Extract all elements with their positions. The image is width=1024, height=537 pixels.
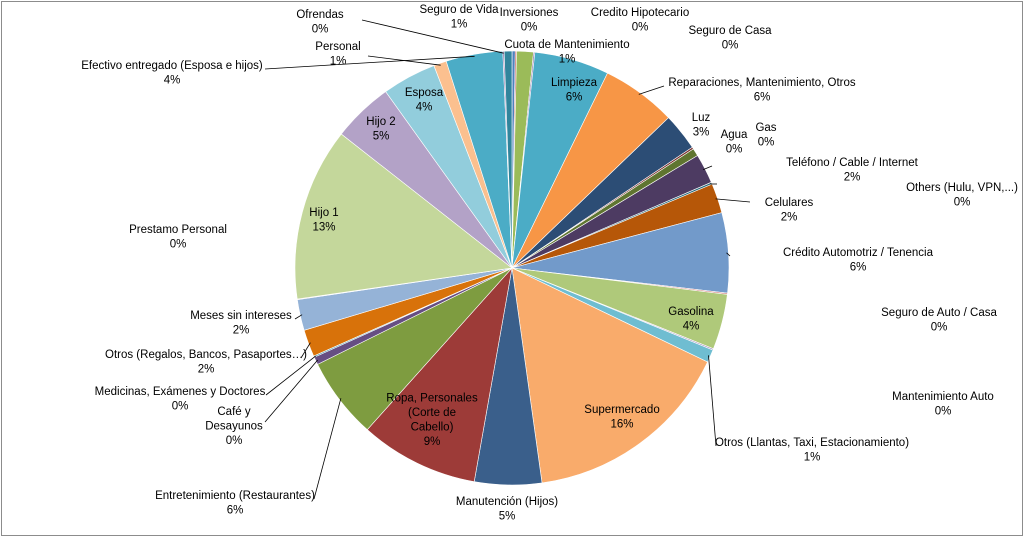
leader-line [300, 342, 311, 359]
data-label: Otros (Llantas, Taxi, Estacionamiento)1% [715, 437, 909, 464]
pie-slice [503, 50, 513, 269]
leader-line [726, 252, 731, 257]
pie-slices [294, 50, 730, 486]
leader-line [703, 165, 713, 170]
leader-line [708, 355, 717, 447]
leader-line [294, 314, 303, 320]
data-label: Others (Hulu, VPN,...)0% [906, 182, 1018, 209]
leader-line [264, 359, 319, 423]
pie-slice [366, 267, 513, 483]
data-label: Efectivo entregado (Esposa e hijos)4% [81, 60, 263, 87]
leader-line [638, 85, 665, 95]
pie-slice [511, 267, 708, 484]
data-label: Manutención (Hijos)5% [456, 496, 558, 523]
leader-line [361, 19, 504, 54]
leader-line [264, 55, 475, 70]
data-label: Entretenimiento (Restaurantes)6% [155, 490, 315, 517]
leader-line [265, 355, 317, 396]
data-label: Otros (Regalos, Bancos, Pasaportes…)2% [105, 349, 307, 376]
pie-slice [294, 133, 513, 300]
leader-line [715, 198, 751, 203]
leader-lines [264, 19, 751, 500]
leader-line [313, 398, 342, 500]
